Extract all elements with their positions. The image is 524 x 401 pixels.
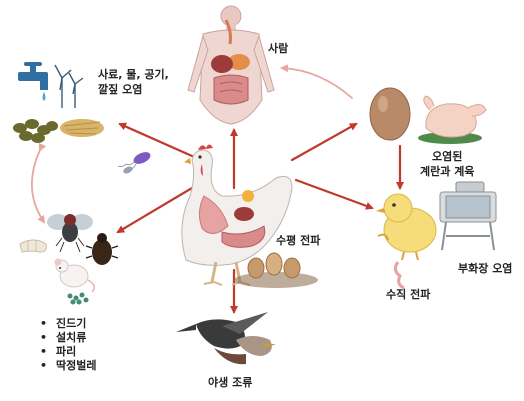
vector-list-item: 딱정벌레 xyxy=(40,359,96,373)
feed-contamination-label-line2: 깔짚 오염 xyxy=(98,83,142,97)
human-body-icon xyxy=(188,6,274,124)
arrow-eggs-to-human xyxy=(282,68,352,98)
vector-list-item: 진드기 xyxy=(40,317,96,331)
arrow-hen-to-eggs xyxy=(292,124,356,160)
arrow-hen-to-chick xyxy=(296,180,372,208)
vector-list-item: 파리 xyxy=(40,345,96,359)
chick-icon xyxy=(376,194,436,260)
human-label: 사람 xyxy=(268,42,288,56)
incubator-icon xyxy=(440,182,496,250)
wild-birds-label: 야생 조류 xyxy=(208,376,252,390)
water-tap-icon xyxy=(18,62,48,101)
straw-icon xyxy=(60,119,104,137)
feed-pellets-icon xyxy=(13,119,58,143)
contaminated-eggs-label-line1: 오염된 xyxy=(432,150,462,164)
mouse-icon xyxy=(55,259,95,293)
arrow-feed-vectors-cycle xyxy=(32,150,44,222)
larva-icon xyxy=(20,240,46,252)
wind-turbine-icon xyxy=(55,65,83,108)
contaminated-eggs-label-line2: 계란과 계육 xyxy=(420,165,474,179)
arrow-hen-to-vectors xyxy=(118,188,192,232)
horizontal-transmission-label: 수평 전파 xyxy=(276,234,320,248)
hatchery-contamination-label: 부화장 오염 xyxy=(458,262,512,276)
vertical-transmission-label: 수직 전파 xyxy=(386,288,430,302)
vector-list: 진드기 설치류 파리 딱정벌레 xyxy=(40,317,96,373)
vector-list-item: 설치류 xyxy=(40,331,96,345)
egg-icon xyxy=(370,88,410,140)
feed-contamination-label-line1: 사료, 물, 공기, xyxy=(98,68,169,82)
mite-icon xyxy=(68,293,89,305)
raw-chicken-icon xyxy=(418,96,486,144)
beetle-icon xyxy=(86,233,118,265)
wild-birds-icon xyxy=(176,312,276,364)
salmonella-bacteria-icon xyxy=(118,150,152,175)
arrow-hen-to-feed xyxy=(120,124,192,156)
